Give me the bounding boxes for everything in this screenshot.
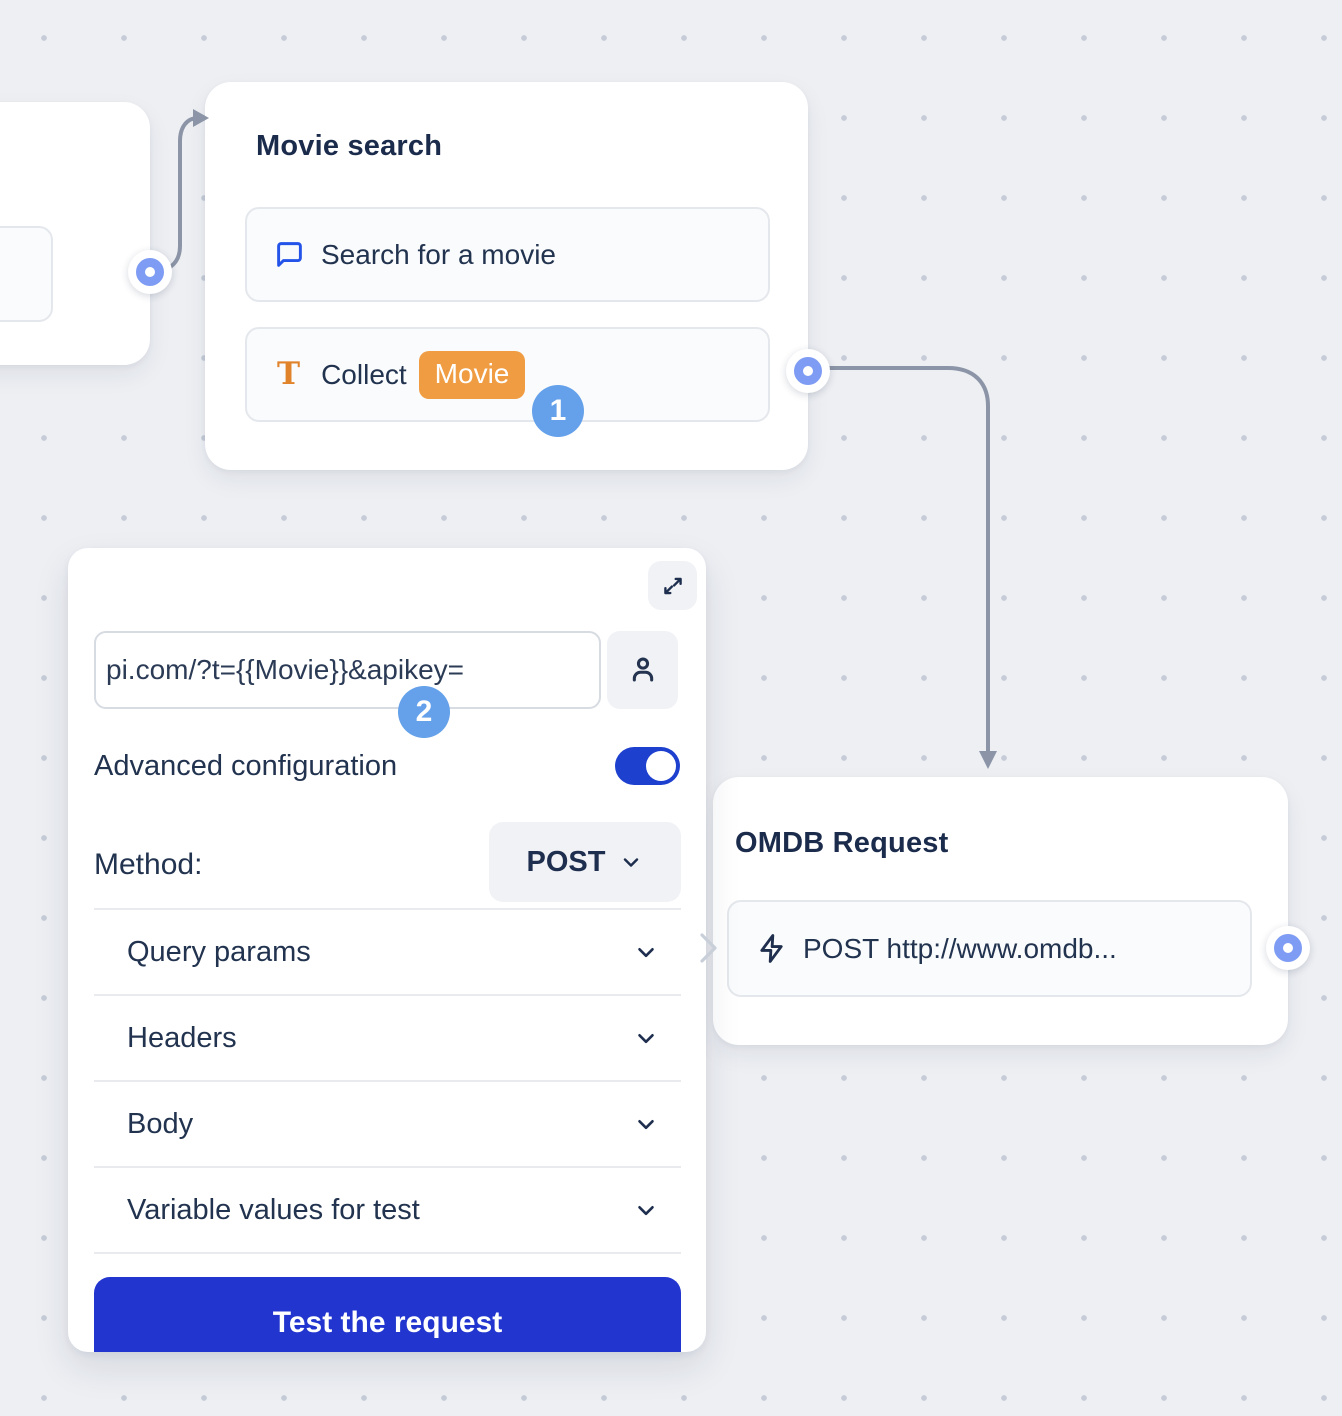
method-select[interactable]: POST [489, 822, 681, 902]
omdb-output-port[interactable] [1266, 926, 1310, 970]
section-label: Body [127, 1107, 194, 1140]
test-request-button[interactable]: Test the request [94, 1277, 681, 1352]
connector-into-movie-search [161, 116, 200, 273]
chevron-down-icon [638, 1205, 654, 1216]
omdb-input-port[interactable] [698, 932, 720, 964]
collect-block[interactable]: T Collect Movie [245, 327, 770, 422]
message-block-label: Search for a movie [321, 238, 556, 270]
connector-arrowhead-down [979, 751, 997, 769]
chevron-down-icon [638, 1033, 654, 1044]
port-ring [1274, 934, 1302, 962]
variables-button[interactable] [607, 631, 678, 709]
accordion-sections: Query params Headers Body Variable value… [94, 910, 681, 1254]
expand-button[interactable] [648, 561, 697, 610]
movie-search-output-port[interactable] [786, 349, 830, 393]
chat-bubble-icon [277, 242, 302, 267]
divider [94, 908, 681, 910]
method-value: POST [526, 845, 606, 878]
port-ring [794, 357, 822, 385]
webhook-block-label: POST http://www.omdb... [803, 932, 1117, 964]
advanced-configuration-toggle[interactable] [615, 747, 680, 785]
step-badge-2: 2 [398, 686, 450, 738]
node-title: OMDB Request [735, 827, 949, 859]
chevron-down-icon [624, 858, 639, 867]
section-variable-values[interactable]: Variable values for test [94, 1168, 681, 1254]
message-block[interactable]: Search for a movie [245, 207, 770, 302]
request-config-panel[interactable]: Advanced configuration Method: POST Quer… [68, 548, 706, 1352]
section-headers[interactable]: Headers [94, 996, 681, 1082]
url-input[interactable] [94, 631, 601, 709]
section-label: Query params [127, 935, 311, 968]
partial-node-card[interactable] [0, 102, 150, 365]
section-body[interactable]: Body [94, 1082, 681, 1168]
zap-icon [760, 934, 783, 963]
chevron-down-icon [638, 947, 654, 958]
person-icon [632, 657, 653, 682]
chevron-down-icon [638, 1119, 654, 1130]
collect-block-label: Collect [321, 358, 407, 390]
section-label: Headers [127, 1021, 237, 1054]
port-ring [136, 258, 164, 286]
webhook-block[interactable]: POST http://www.omdb... [727, 900, 1252, 997]
partial-node-output-port[interactable] [128, 250, 172, 294]
node-title: Movie search [256, 130, 443, 162]
connector-movie-to-omdb [821, 366, 990, 754]
method-label: Method: [94, 848, 203, 881]
text-collect-icon: T [277, 356, 301, 392]
toggle-knob [646, 751, 676, 781]
step-badge-1: 1 [532, 385, 584, 437]
movie-search-node[interactable]: Movie search Search for a movie T Collec… [205, 82, 808, 470]
section-query-params[interactable]: Query params [94, 910, 681, 996]
advanced-configuration-label: Advanced configuration [94, 750, 398, 782]
omdb-request-node[interactable]: OMDB Request POST http://www.omdb... [713, 777, 1288, 1045]
section-label: Variable values for test [127, 1193, 420, 1226]
expand-diagonal-icon [663, 577, 682, 594]
partial-node-block[interactable] [0, 226, 53, 322]
variable-pill[interactable]: Movie [418, 350, 526, 399]
